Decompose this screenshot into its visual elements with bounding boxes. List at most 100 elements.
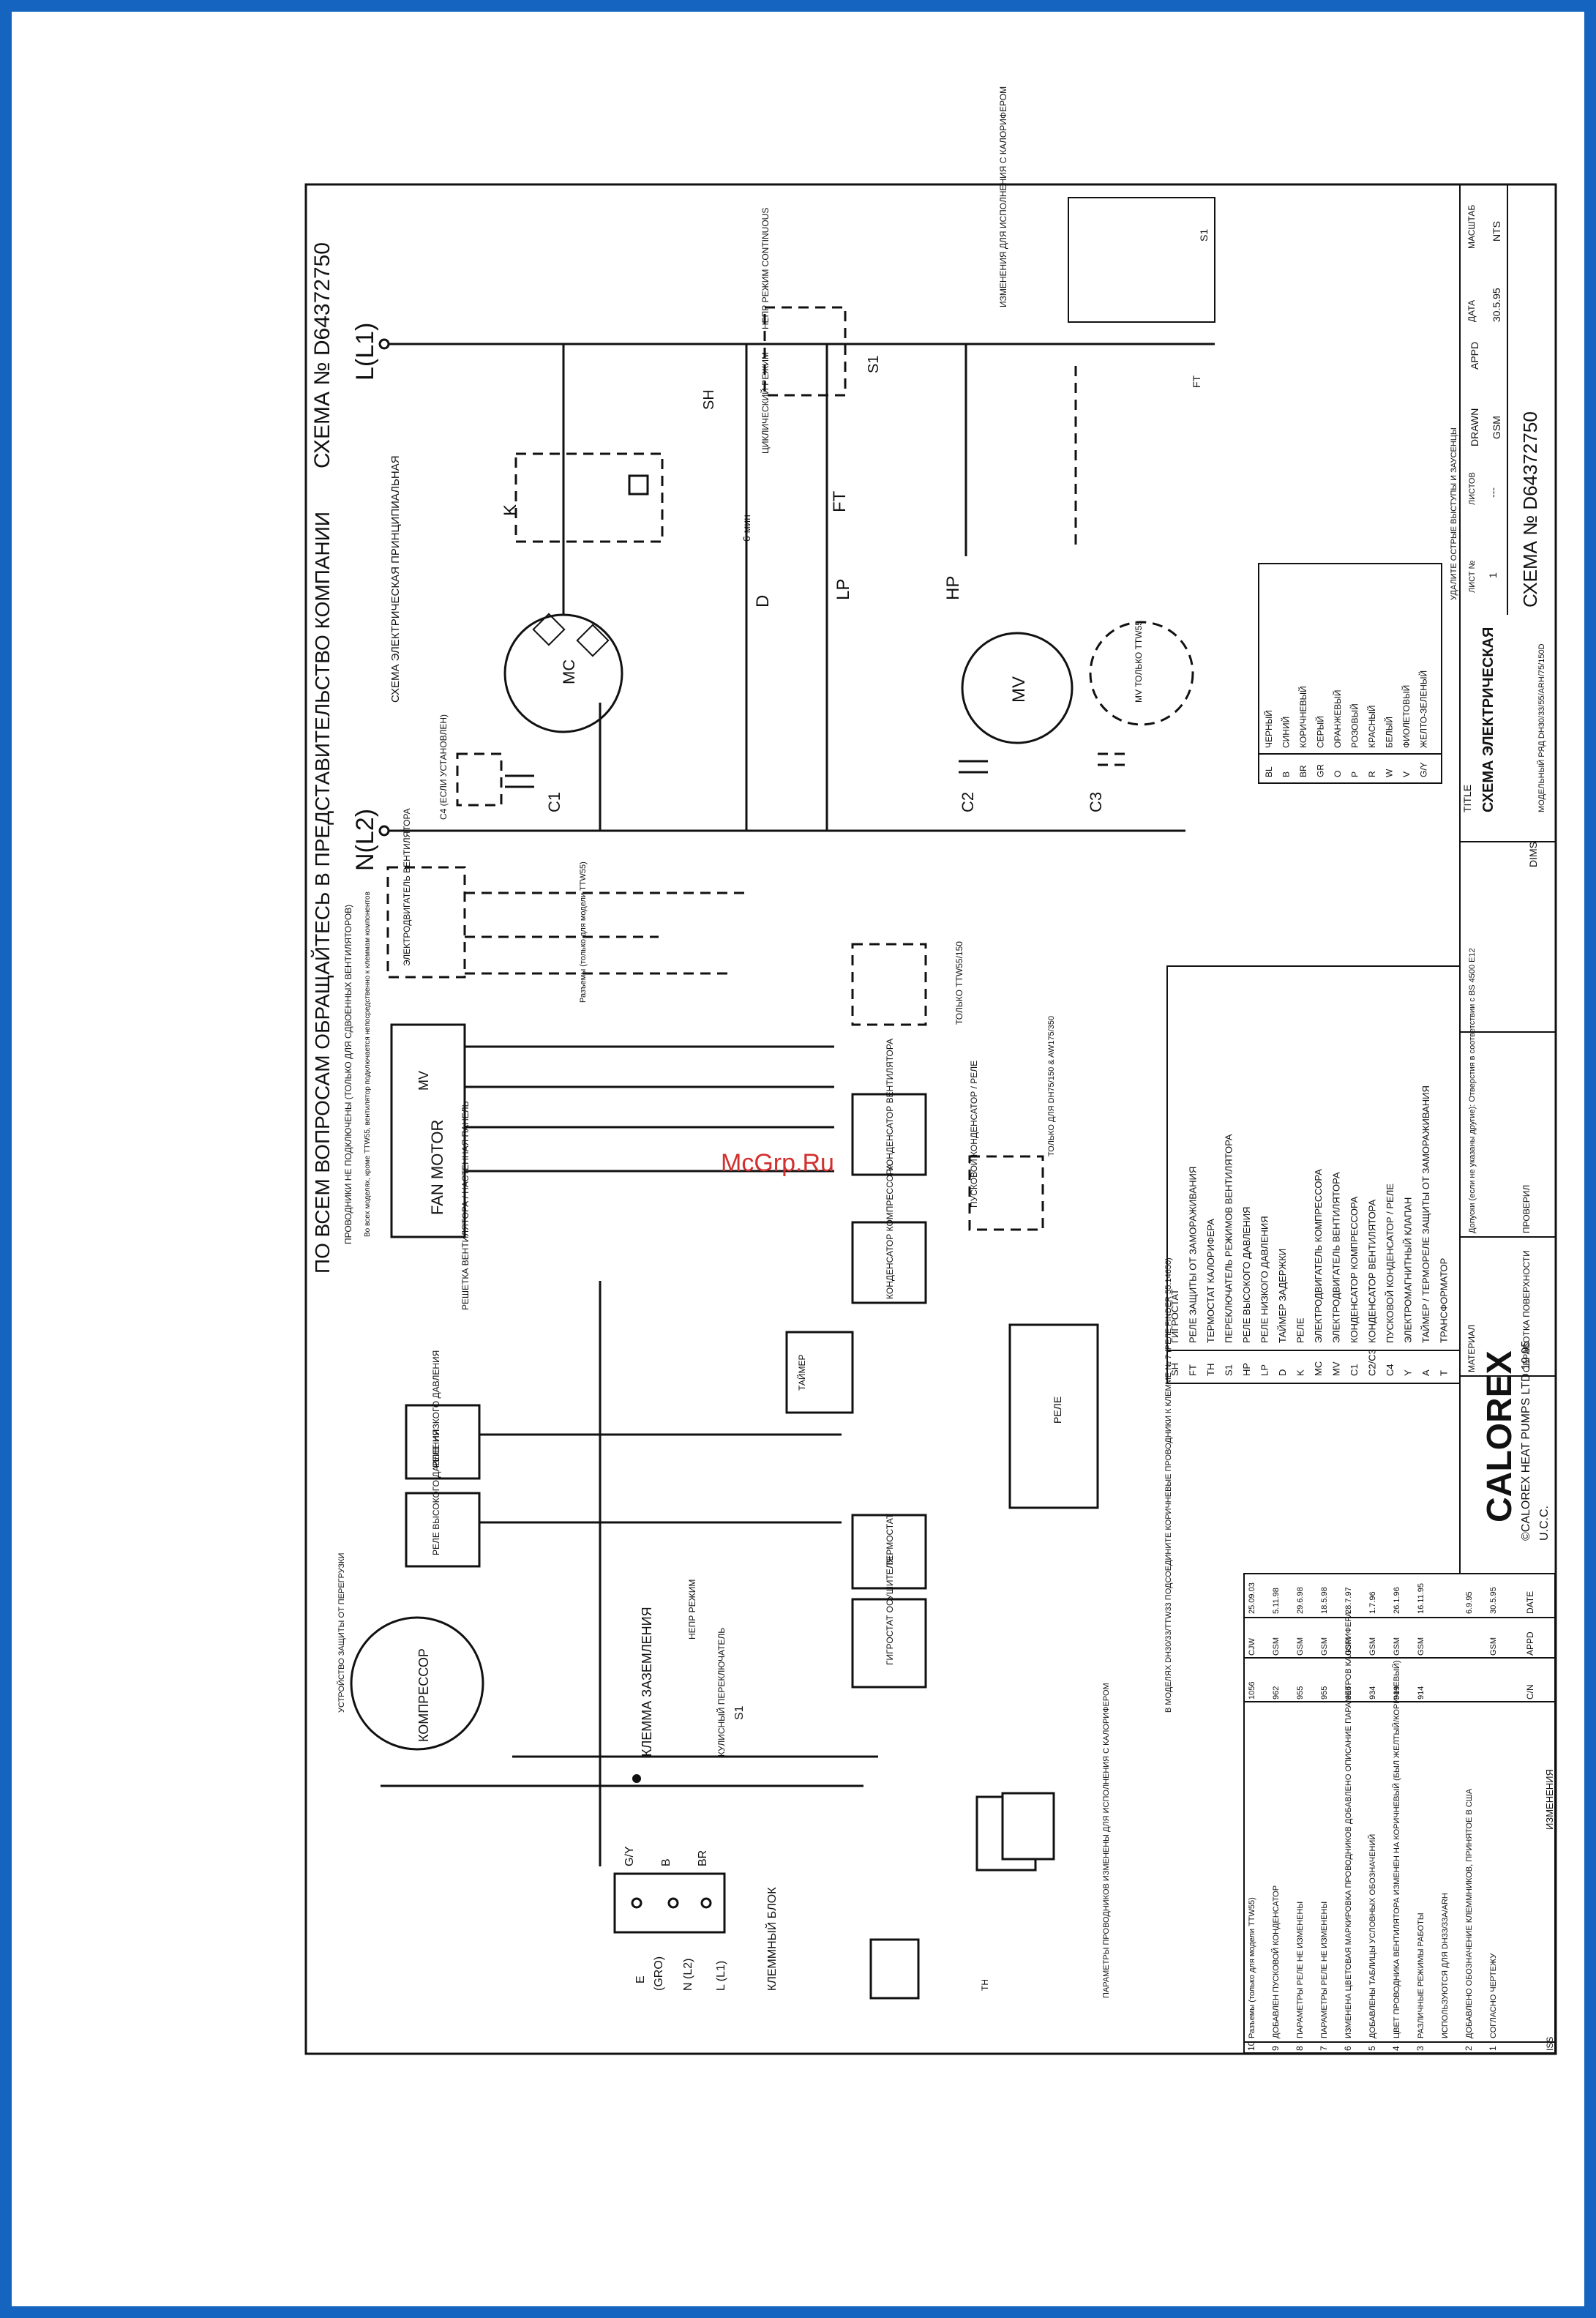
legend-code: MV: [1331, 1361, 1342, 1376]
color-code: W: [1385, 769, 1395, 777]
legend-name: РЕЛЕ: [1295, 1317, 1306, 1343]
c4-optional-box: [456, 752, 503, 807]
appd-label: APPD: [1469, 342, 1480, 370]
ground-clamp-label: КЛЕММА ЗАЗЕМЛЕНИЯ: [640, 1607, 654, 1757]
ft-label: FT: [830, 490, 850, 512]
color-code: B: [1281, 771, 1292, 777]
sheet-label: ЛИСТ №: [1468, 561, 1477, 593]
legend-code: LP: [1259, 1364, 1270, 1376]
thermostat-box: [851, 1514, 927, 1590]
color-name: КРАСНЫЙ: [1366, 705, 1377, 748]
legend-code: K: [1295, 1369, 1306, 1376]
rev-header-cn: C/N: [1525, 1684, 1535, 1700]
revision-table: [1243, 1573, 1556, 2054]
rev-appd: GSM: [1344, 1637, 1353, 1656]
rev-cn: 934: [1368, 1686, 1377, 1700]
c4-note: C4 (ЕСЛИ УСТАНОВЛЕН): [438, 714, 449, 820]
tb-title: КЛЕММНЫЙ БЛОК: [765, 1887, 779, 1991]
hygrostat-label: ГИГРОСТАТ ОСУШИТЕЛЯ: [885, 1557, 895, 1665]
color-name: ЧЕРНЫЙ: [1263, 710, 1274, 748]
legend-code: Y: [1403, 1369, 1414, 1376]
tb-terminal-n: [667, 1897, 679, 1909]
legend-code: S1: [1224, 1364, 1235, 1376]
th-label: TH: [980, 1979, 990, 1991]
color-code: G/Y: [1419, 762, 1429, 777]
lp-relay-box: [405, 1404, 481, 1480]
ft-label-right: FT: [1191, 375, 1202, 388]
dual-fans-note: ПРОВОДНИКИ НЕ ПОДКЛЮЧЕНЫ (ТОЛЬКО ДЛЯ СДВ…: [343, 905, 353, 1244]
rev-date: 26.1.96: [1393, 1587, 1401, 1614]
title-label: TITLE: [1461, 785, 1473, 812]
color-name: БЕЛЫЙ: [1384, 717, 1395, 748]
legend-name: КОНДЕНСАТОР ВЕНТИЛЯТОРА: [1367, 1199, 1378, 1343]
comp-capacitor-label: КОНДЕНСАТОР КОМПРЕССОРА: [885, 1164, 895, 1299]
brand-logo: CALOREX: [1480, 1350, 1519, 1522]
sheet-value: 1: [1487, 572, 1499, 578]
fan-motor-mv-label: MV: [416, 1071, 431, 1091]
hp-relay-label: РЕЛЕ ВЫСОКОГО ДАВЛЕНИЯ: [431, 1429, 441, 1555]
rev-iss: 10: [1246, 2041, 1256, 2051]
diagram-title: СХЕМА ЭЛЕКТРИЧЕСКАЯ ПРИНЦИПИАЛЬНАЯ: [389, 455, 402, 703]
rev-text: ПАРАМЕТРЫ РЕЛЕ НЕ ИЗМЕНЕНЫ: [1296, 1902, 1305, 2038]
legend-name: ЭЛЕКТРОДВИГАТЕЛЬ КОМПРЕССОРА: [1313, 1169, 1324, 1343]
legend-name: ПУСКОВОЙ КОНДЕНСАТОР / РЕЛЕ: [1385, 1184, 1395, 1343]
n-terminal: [378, 825, 390, 837]
tb-gro: (GRO): [653, 1956, 665, 1991]
rev-iss: 4: [1391, 2046, 1401, 2051]
lp-relay-label: РЕЛЕ НИЗКОГО ДАВЛЕНИЯ: [431, 1350, 441, 1468]
relay-k-label: K: [501, 504, 520, 516]
timer-box: [785, 1331, 854, 1414]
legend-code: T: [1439, 1370, 1450, 1376]
fan-motor-box: [390, 1023, 466, 1238]
color-name: ЖЕЛТО-ЗЕЛЕНЫЙ: [1418, 670, 1429, 748]
legend-code: C1: [1349, 1364, 1360, 1376]
rev-cn: 946: [1344, 1686, 1353, 1700]
title-block: [1459, 184, 1556, 1574]
legend-name: ГИГРОСТАТ: [1169, 1289, 1180, 1343]
lp-label: LP: [833, 579, 853, 600]
cyclic-label-top: ЦИКЛИЧЕСКИЙ РЕЖИМ: [760, 352, 771, 454]
tb-l: L (L1): [715, 1961, 727, 1991]
capacitor-c1-box: [851, 1221, 927, 1304]
tb-e: E: [634, 1975, 647, 1984]
rev-iss: 7: [1319, 2046, 1329, 2051]
rev-header-appd: APPD: [1525, 1631, 1535, 1656]
rev-date: 6.9.95: [1465, 1591, 1474, 1614]
hp-label: HP: [943, 576, 963, 600]
color-code: BL: [1264, 766, 1274, 777]
capacitor-c4-box: [968, 1155, 1044, 1231]
relay-k-coil: [628, 474, 649, 496]
s1-label-mid: S1: [733, 1705, 746, 1720]
color-name: ОРАНЖЕВЫЙ: [1332, 689, 1343, 748]
relay-k-box: [514, 452, 664, 543]
rev-appd: GSM: [1417, 1637, 1425, 1656]
tb-terminal-l: [700, 1897, 712, 1909]
legend-name: ПЕРЕКЛЮЧАТЕЛЬ РЕЖИМОВ ВЕНТИЛЯТОРА: [1224, 1134, 1235, 1343]
fan-motor-mv: [961, 632, 1074, 744]
connectors-ttw55: Разъемы (только для модели TTW55): [579, 861, 588, 1003]
rev-date: 1.7.96: [1368, 1591, 1377, 1614]
s1-label-right: S1: [1198, 229, 1210, 242]
overload-label: УСТРОЙСТВО ЗАЩИТЫ ОТ ПЕРЕГРУЗКИ: [337, 1553, 346, 1713]
color-name: СИНИЙ: [1281, 717, 1292, 748]
only-dh-label: ТОЛЬКО ДЛЯ DH75/150 & AW175/350: [1047, 1016, 1056, 1156]
color-name: СЕРЫЙ: [1315, 716, 1326, 748]
capacitor-c3-box: [851, 943, 927, 1026]
rev-text: СОГЛАСНО ЧЕРТЕЖУ: [1489, 1953, 1498, 2038]
c3-label: C3: [1087, 792, 1105, 812]
sheets-value: ---: [1487, 487, 1499, 498]
color-code: BR: [1298, 765, 1308, 777]
legend-code: HP: [1241, 1363, 1252, 1376]
mc-label: MC: [560, 659, 578, 684]
s1-switch-box: [763, 306, 847, 397]
tb-wire-gy: G/Y: [623, 1846, 636, 1866]
fan-note: Во всех моделях, кроме TTW55, вентилятор…: [364, 891, 372, 1237]
color-code: O: [1333, 771, 1343, 777]
legend-name: РЕЛЕ НИЗКОГО ДАВЛЕНИЯ: [1259, 1216, 1270, 1343]
legend-name: РЕЛЕ ЗАЩИТЫ ОТ ЗАМОРАЖИВАНИЯ: [1188, 1167, 1199, 1343]
rev-iss: 2: [1464, 2046, 1474, 2051]
hp-relay-box: [405, 1492, 481, 1568]
copyright: ©CALOREX HEAT PUMPS LTD 19 95: [1520, 1341, 1532, 1541]
